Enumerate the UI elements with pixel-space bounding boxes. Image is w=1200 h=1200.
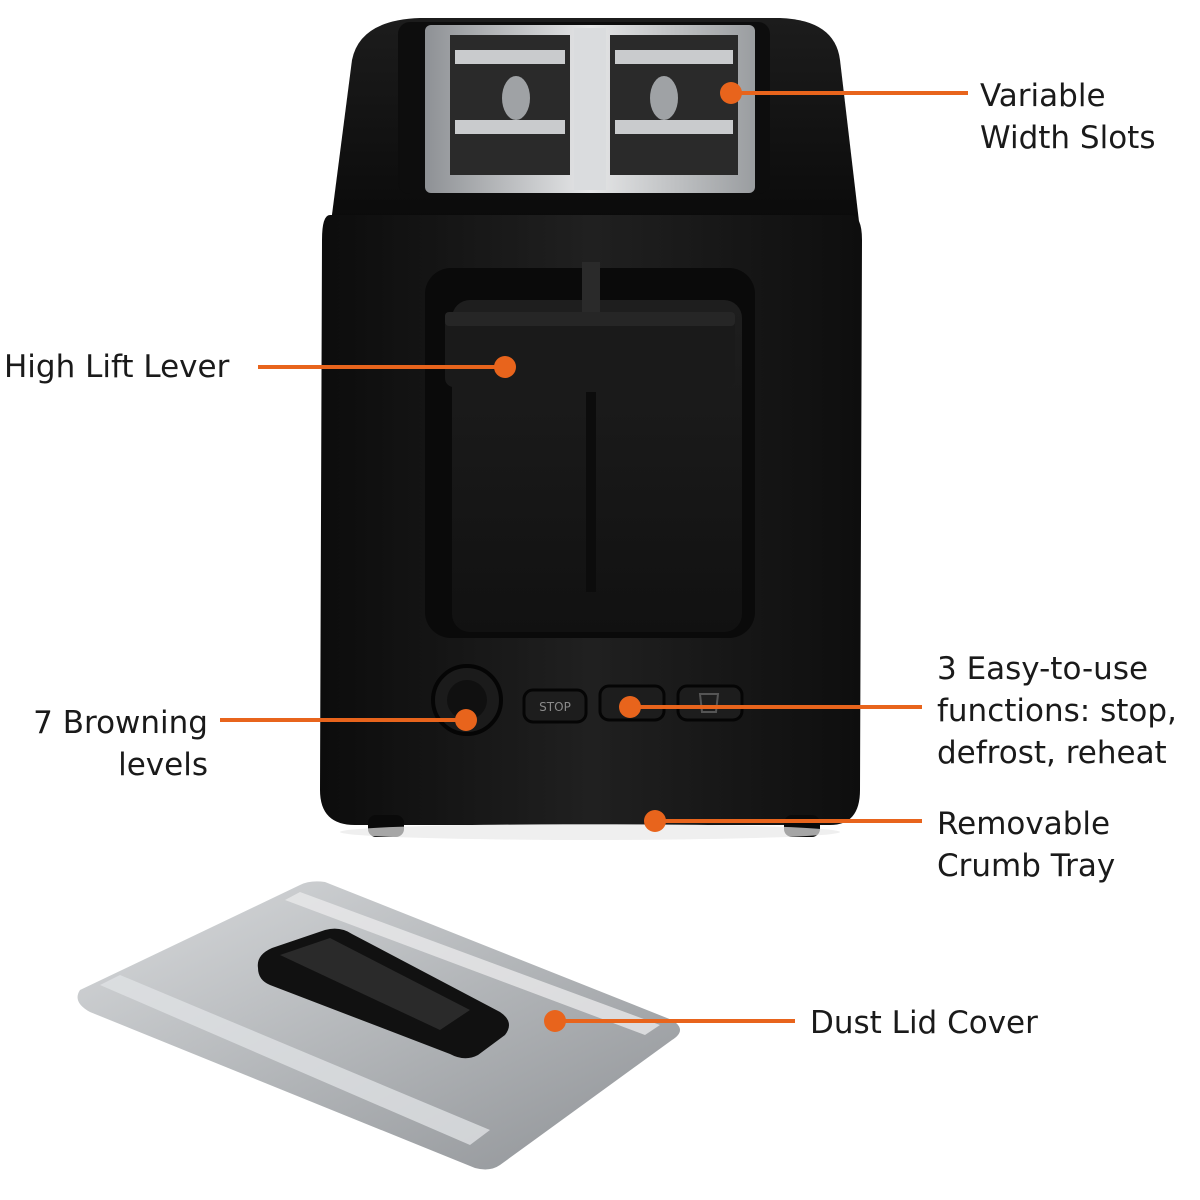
dust-lid-callout-dot <box>544 1010 566 1032</box>
stop-button-label: STOP <box>539 700 571 714</box>
lever-housing <box>425 262 755 638</box>
slots-callout-dot <box>720 82 742 104</box>
lever-callout-dot <box>494 356 516 378</box>
control-panel <box>431 664 744 736</box>
bread-slots <box>398 22 770 194</box>
callout-lines <box>220 82 968 1032</box>
dust-lid <box>77 881 681 1170</box>
callout-browning: 7 Browning levels <box>0 702 208 786</box>
callout-crumb-tray-line-2: Crumb Tray <box>937 848 1116 884</box>
callout-slots: Variable Width Slots <box>980 75 1155 159</box>
callout-functions: 3 Easy-to-use functions: stop, defrost, … <box>937 648 1177 774</box>
callout-lever: High Lift Lever <box>4 346 229 388</box>
functions-callout-dot <box>619 696 641 718</box>
callout-dust-lid-line-1: Dust Lid Cover <box>810 1005 1038 1041</box>
callout-functions-line-3: defrost, reheat <box>937 735 1167 771</box>
callout-slots-line-1: Variable <box>980 78 1106 114</box>
callout-browning-line-1: 7 Browning <box>33 705 208 741</box>
callout-slots-line-2: Width Slots <box>980 120 1156 156</box>
callout-functions-line-2: functions: stop, <box>937 693 1177 729</box>
callout-functions-line-1: 3 Easy-to-use <box>937 651 1149 687</box>
callout-dust-lid: Dust Lid Cover <box>810 1002 1038 1044</box>
browning-callout-dot <box>455 709 477 731</box>
callout-crumb-tray: Removable Crumb Tray <box>937 803 1115 887</box>
callout-crumb-tray-line-1: Removable <box>937 806 1111 842</box>
callout-lever-line-1: High Lift Lever <box>4 349 230 385</box>
crumb-tray-callout-dot <box>644 810 666 832</box>
callout-browning-line-2: levels <box>118 747 208 783</box>
